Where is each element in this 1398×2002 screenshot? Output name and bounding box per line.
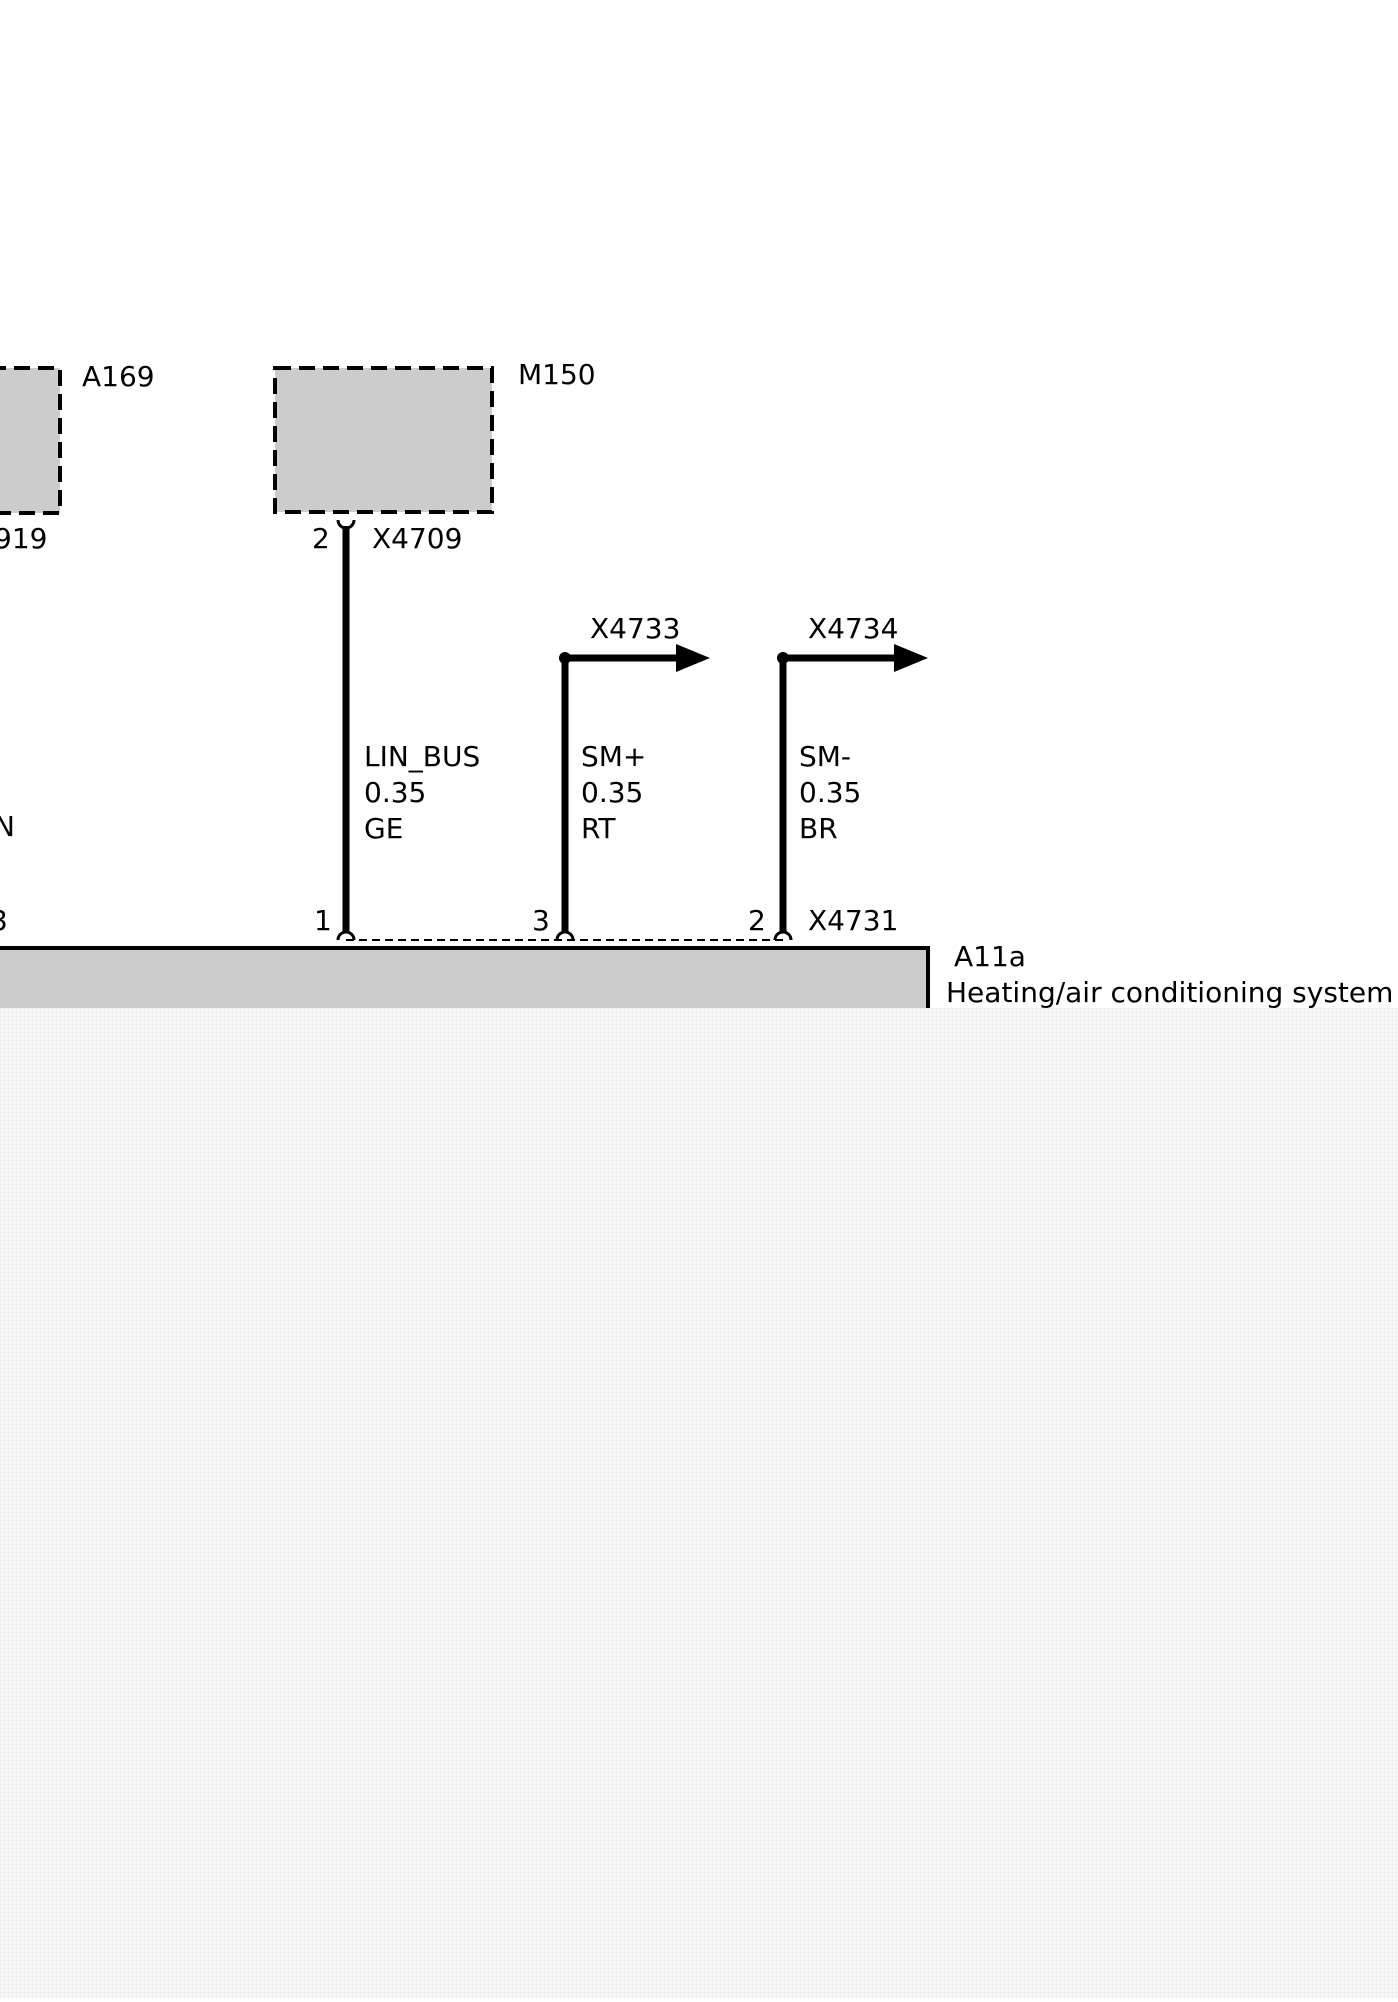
wire-sm-plus-signal: SM+	[581, 740, 646, 773]
wire-lin-bus-signal: LIN_BUS	[364, 740, 480, 773]
component-m150-id: M150	[518, 358, 596, 391]
wire-lin-bus-color: GE	[364, 812, 403, 845]
wire-sm-minus-continuation: X4734	[808, 612, 898, 645]
wire-sm-plus: X4733 SM+ 0.35 RT 3	[532, 612, 710, 937]
wire-lin-bus: LIN_BUS 0.35 GE 1	[314, 526, 480, 937]
wire-sm-plus-gauge: 0.35	[581, 776, 643, 809]
wire-sm-minus-arrow-icon	[894, 644, 928, 672]
module-a11a-name: Heating/air conditioning system	[946, 976, 1393, 1009]
wire-sm-minus-pin: 2	[748, 904, 766, 937]
connector-x4731-label: X4731	[808, 904, 898, 937]
wire-sm-minus: X4734 SM- 0.35 BR 2	[748, 612, 928, 937]
connector-x4731: X4731	[336, 904, 898, 941]
connector-terminal-3	[555, 930, 575, 941]
page-overlay	[0, 1008, 1398, 1998]
component-m150: M150 2 X4709	[273, 358, 596, 555]
component-a169: A169 919 N 3	[0, 360, 155, 937]
wire-sm-minus-color: BR	[799, 812, 838, 845]
wire-sm-plus-color: RT	[581, 812, 616, 845]
component-a169-pin-number: 3	[0, 904, 8, 937]
component-a169-box	[0, 366, 62, 515]
component-a169-connector: 919	[0, 522, 47, 555]
wire-sm-plus-arrow-icon	[676, 644, 710, 672]
wire-sm-plus-continuation: X4733	[590, 612, 680, 645]
component-a169-id: A169	[82, 360, 155, 393]
wire-sm-plus-pin: 3	[532, 904, 550, 937]
wire-lin-bus-pin: 1	[314, 904, 332, 937]
wire-lin-bus-gauge: 0.35	[364, 776, 426, 809]
component-m150-connector: X4709	[372, 522, 462, 555]
wire-sm-minus-signal: SM-	[799, 740, 851, 773]
connector-terminal-1	[336, 930, 356, 941]
component-m150-box	[273, 366, 494, 514]
module-a11a-id: A11a	[954, 940, 1026, 973]
connector-terminal-2	[773, 930, 793, 941]
component-a169-pin-label: N	[0, 810, 15, 843]
wire-sm-minus-gauge: 0.35	[799, 776, 861, 809]
component-m150-pin: 2	[312, 522, 330, 555]
